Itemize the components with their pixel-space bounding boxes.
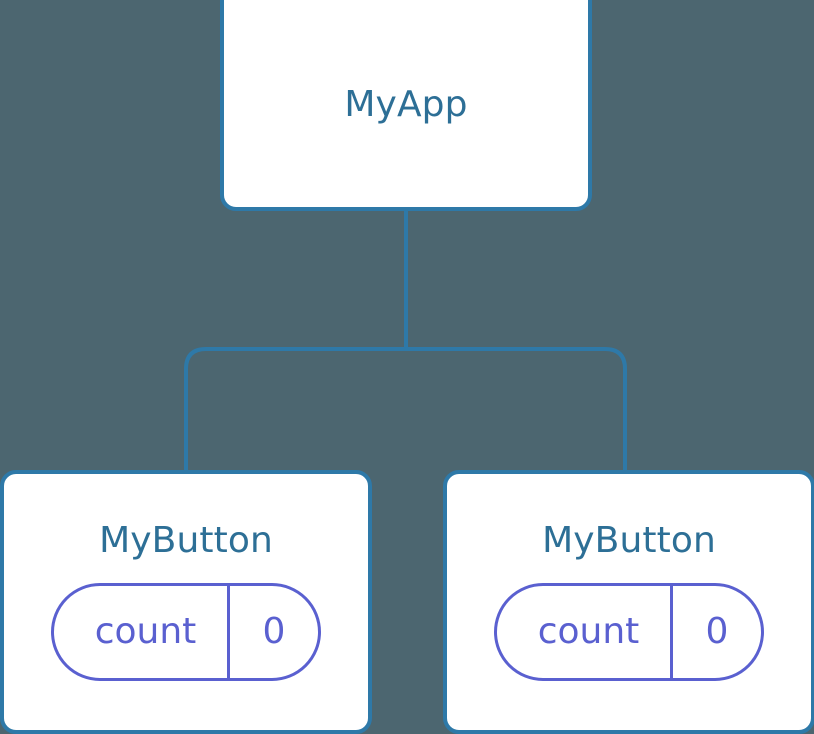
state-pill-left[interactable]: count 0 (51, 583, 321, 681)
node-myapp-label: MyApp (344, 83, 468, 125)
connector-branch-left (184, 347, 406, 474)
node-mybutton-left-label: MyButton (99, 520, 273, 561)
node-myapp[interactable]: MyApp (220, 0, 592, 211)
node-mybutton-left[interactable]: MyButton count 0 (0, 470, 372, 734)
node-mybutton-right[interactable]: MyButton count 0 (443, 470, 814, 734)
state-pill-right-value: 0 (670, 586, 761, 678)
node-mybutton-right-label: MyButton (542, 520, 716, 561)
state-pill-right[interactable]: count 0 (494, 583, 764, 681)
state-pill-right-key: count (537, 611, 640, 652)
connector-branch-right (406, 347, 627, 474)
state-pill-left-value: 0 (227, 586, 318, 678)
state-pill-left-key: count (94, 611, 197, 652)
